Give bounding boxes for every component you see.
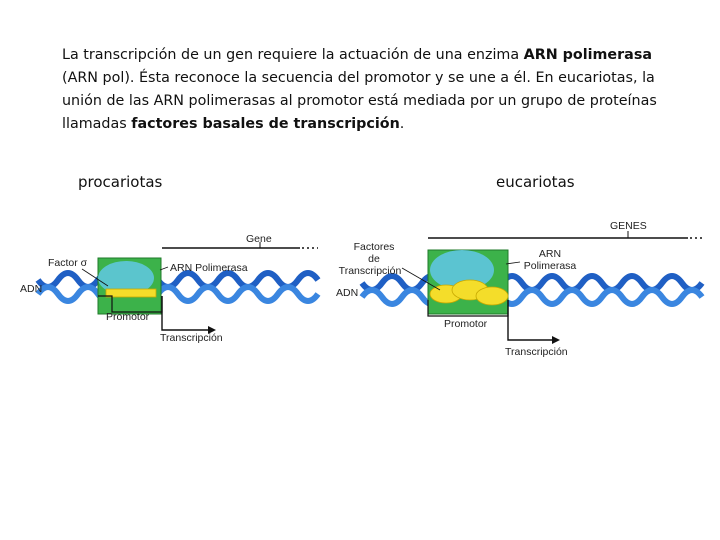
euk-rnapol-label-2: Polimerasa xyxy=(524,260,577,272)
eukaryote-panel: GENES Factores de Transcripción ARN Poli… xyxy=(336,220,705,358)
pro-dna-strand-b xyxy=(35,284,321,304)
pro-gene-label: Gene xyxy=(246,233,272,245)
pro-enzyme-bubble xyxy=(98,261,154,295)
euk-dna-label: ADN xyxy=(336,287,358,299)
pro-rnapol-pointer xyxy=(159,266,169,271)
euk-rnapol-label-1: ARN xyxy=(539,248,561,260)
intro-bold-basal-factors: factores basales de transcripción xyxy=(131,116,400,132)
intro-text-1: La transcripción de un gen requiere la a… xyxy=(62,47,524,63)
euk-enzyme-bubble xyxy=(430,250,494,290)
euk-promoter-label: Promotor xyxy=(444,318,488,330)
intro-text-3: . xyxy=(399,116,405,132)
euk-dna-strand-b xyxy=(359,287,705,307)
euk-factors-label-2: de xyxy=(368,253,380,265)
pro-transcription-line xyxy=(161,296,208,331)
euk-genes-label: GENES xyxy=(610,220,647,232)
intro-text-2: (ARN pol). Ésta reconoce la secuencia de… xyxy=(62,70,657,132)
euk-dna-helix xyxy=(359,273,705,307)
pro-promoter-label: Promotor xyxy=(106,311,150,323)
pro-transcription-arrowhead xyxy=(208,326,216,334)
euk-rnapol-pointer xyxy=(505,261,521,265)
pro-factor-pointer xyxy=(81,268,109,287)
pro-transcription-label: Transcripción xyxy=(160,332,223,344)
euk-transcription-arrowhead xyxy=(552,336,560,344)
pro-dna-label: ADN xyxy=(20,283,42,295)
pro-rnapol-label: ARN Polimerasa xyxy=(170,262,248,274)
pro-factor-label: Factor σ xyxy=(48,257,88,269)
euk-transcription-line xyxy=(507,300,552,341)
intro-paragraph: La transcripción de un gen requiere la a… xyxy=(62,44,662,136)
euk-factors-pointer xyxy=(401,267,441,291)
euk-factors-label-3: Transcripción xyxy=(339,265,402,277)
eukaryote-heading: eucariotas xyxy=(496,173,575,191)
pro-dna-strand-a xyxy=(35,270,321,290)
intro-bold-rna-polymerase: ARN polimerasa xyxy=(523,47,652,63)
euk-transcription-label: Transcripción xyxy=(505,346,568,358)
pro-sigma-factor xyxy=(105,288,157,298)
euk-transcription-factor-3 xyxy=(475,286,509,306)
pro-dna-helix xyxy=(35,270,321,304)
prokaryote-heading: procariotas xyxy=(78,173,163,191)
euk-factors-label-1: Factores xyxy=(354,241,395,253)
prokaryote-panel: Gene Factor σ ARN Polimerasa ADN Promoto… xyxy=(20,233,321,344)
